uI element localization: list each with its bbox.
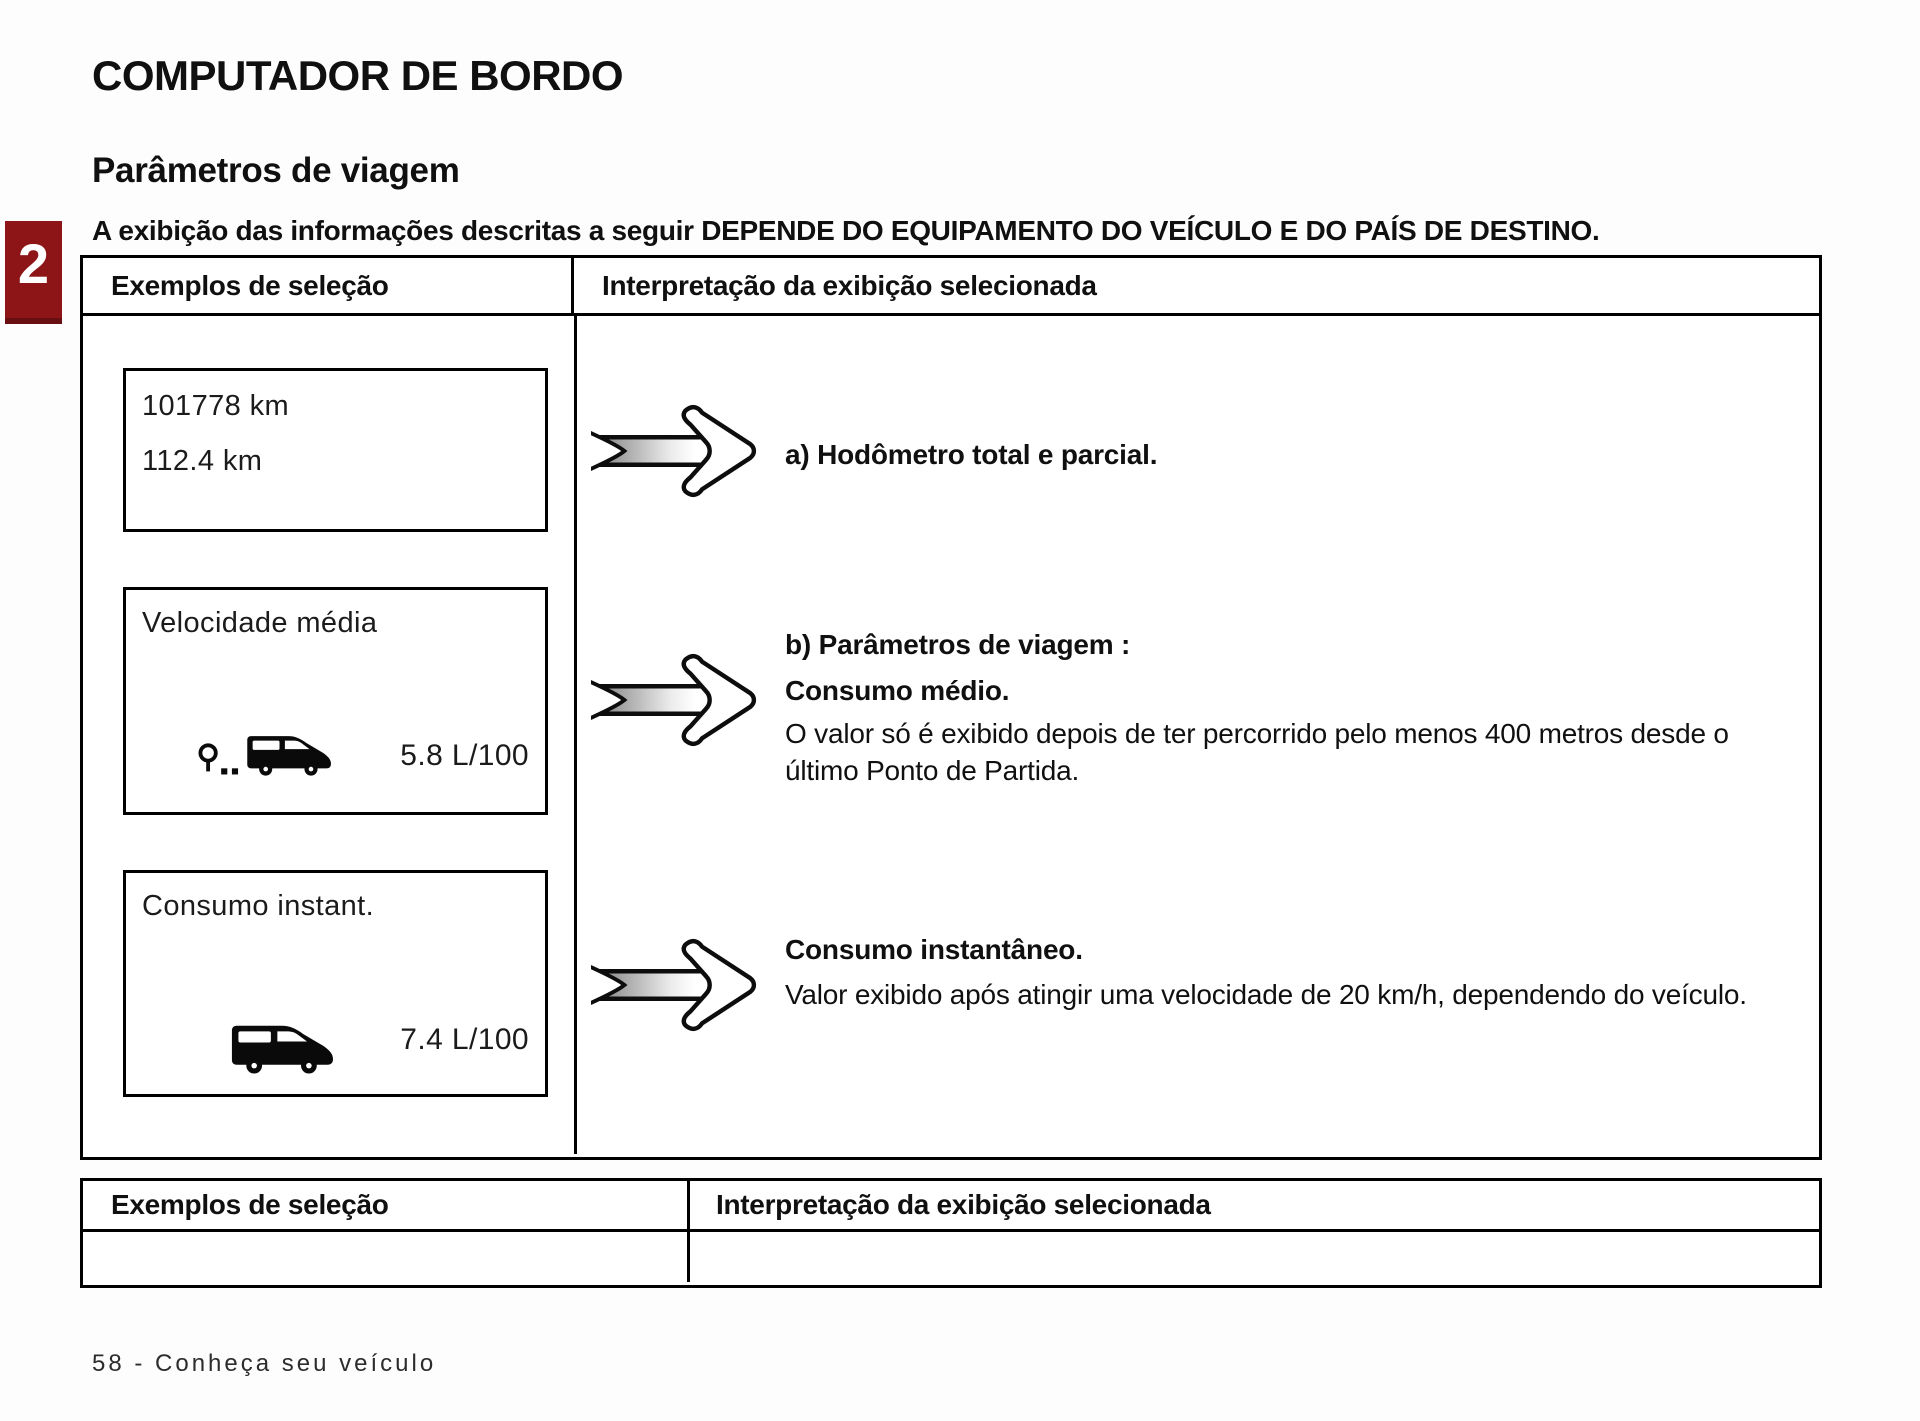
continuation-table: Exemplos de seleção Interpretação da exi… (80, 1178, 1822, 1288)
van-icon (231, 1025, 333, 1074)
page-footer: 58 - Conheça seu veículo (92, 1350, 437, 1377)
route-pin-van-icon (198, 736, 331, 776)
page-title: COMPUTADOR DE BORDO (92, 52, 624, 99)
table-header-interpretation: Interpretação da exibição selecionada (602, 269, 1097, 301)
arrow-icon (591, 938, 757, 1032)
odometer-trip: 112.4 km (142, 445, 263, 477)
trip-parameters-table: Exemplos de seleção Interpretação da exi… (80, 255, 1822, 1160)
section-subtitle: Parâmetros de viagem (92, 151, 460, 190)
display-title: Velocidade média (142, 607, 378, 639)
interpretation-c-body: Valor exibido após atingir uma velocidad… (785, 979, 1747, 1010)
chapter-number-badge: 2 (5, 221, 62, 324)
instant-consumption-value: 7.4 L/100 (400, 1023, 529, 1056)
interpretation-b: b) Parâmetros de viagem : Consumo médio.… (785, 627, 1795, 789)
average-consumption-value: 5.8 L/100 (400, 739, 529, 772)
table-header-examples: Exemplos de seleção (83, 1181, 690, 1229)
interpretation-c: Consumo instantâneo. Valor exibido após … (785, 932, 1795, 1013)
display-box-average: Velocidade média (123, 587, 548, 815)
table-row-empty (83, 1232, 1819, 1282)
table-body: 101778 km 112.4 km Velocidade média (83, 316, 1819, 1154)
column-divider (574, 316, 577, 1154)
table-header-row: Exemplos de seleção Interpretação da exi… (83, 258, 1819, 316)
interpretation-b-body: O valor só é exibido depois de ter perco… (785, 718, 1729, 786)
odometer-total: 101778 km (142, 390, 290, 422)
empty-cell (690, 1232, 1819, 1282)
arrow-icon (591, 404, 757, 498)
empty-cell (83, 1232, 690, 1282)
interpretation-b-label: b) Parâmetros de viagem : (785, 629, 1131, 660)
display-title: Consumo instant. (142, 890, 375, 922)
interpretation-b-subtitle: Consumo médio. (785, 675, 1010, 706)
table-header-interpretation: Interpretação da exibição selecionada (716, 1189, 1211, 1220)
intro-text: A exibição das informações descritas a s… (92, 215, 1600, 246)
table-header-row: Exemplos de seleção Interpretação da exi… (83, 1181, 1819, 1232)
table-header-examples: Exemplos de seleção (83, 258, 574, 313)
chapter-number: 2 (17, 232, 50, 295)
display-box-instant: Consumo instant. 7.4 L/100 (123, 870, 548, 1097)
interpretation-c-subtitle: Consumo instantâneo. (785, 934, 1083, 965)
interpretation-a-label: a) Hodômetro total e parcial. (785, 439, 1158, 470)
display-box-odometer: 101778 km 112.4 km (123, 368, 548, 532)
interpretation-a: a) Hodômetro total e parcial. (785, 437, 1795, 473)
arrow-icon (591, 653, 757, 747)
